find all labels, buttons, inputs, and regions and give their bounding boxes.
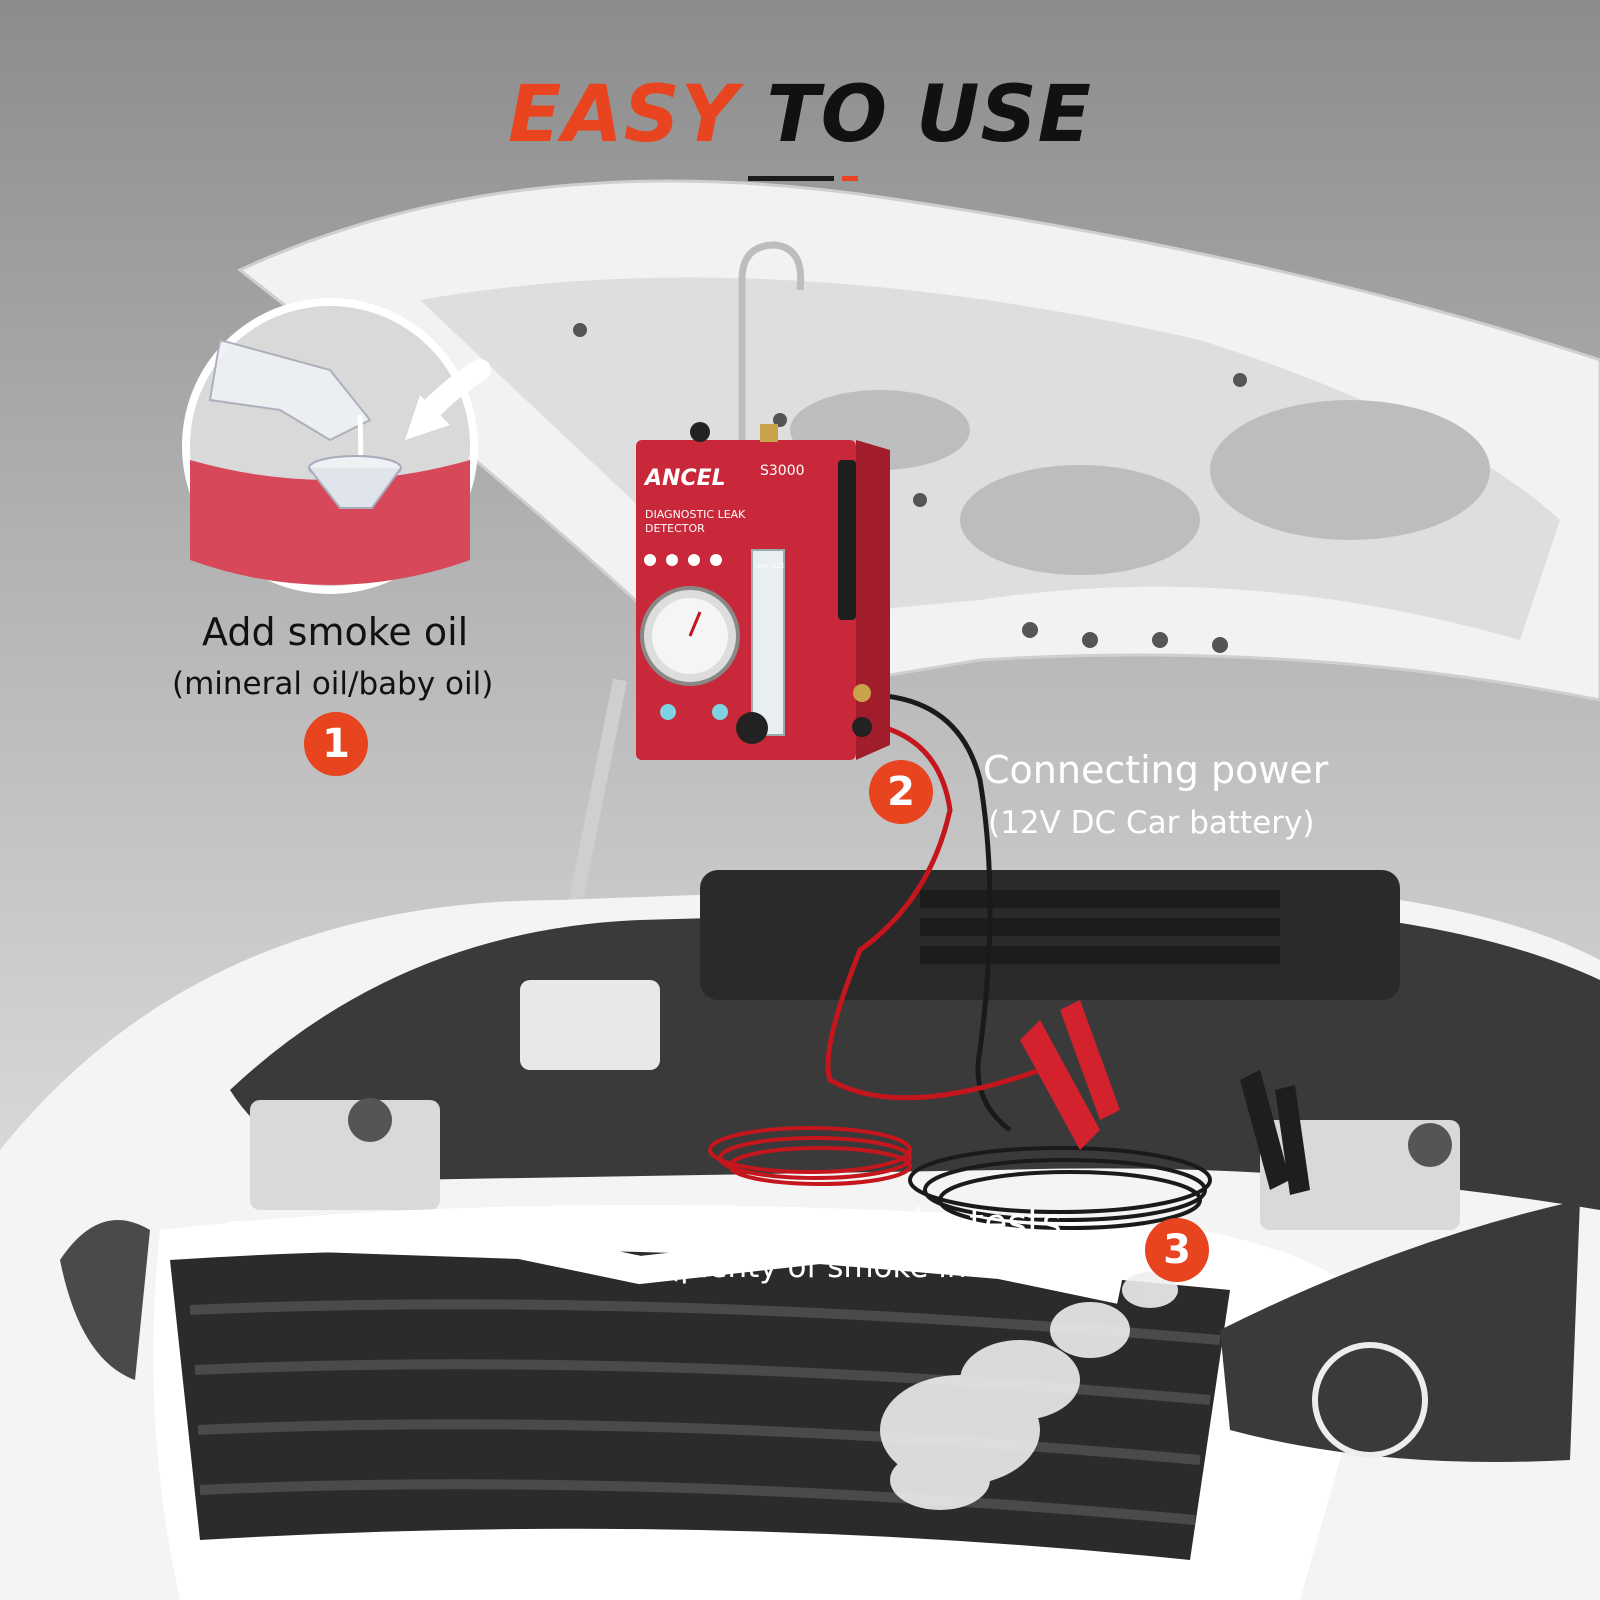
title-underline xyxy=(748,176,834,181)
step-1-badge: 1 xyxy=(304,712,368,776)
battery-clamp-black xyxy=(1240,1070,1310,1195)
title-underline-accent xyxy=(842,176,858,181)
device-model: S3000 xyxy=(760,463,805,479)
step-3-title: Start smoke tests xyxy=(728,1201,1062,1245)
page-title: EASY TO USE xyxy=(0,70,1600,160)
step-2-title: Connecting power xyxy=(983,748,1329,792)
smoke-icon xyxy=(880,1272,1178,1510)
step-2-subtitle: (12V DC Car battery) xyxy=(988,805,1315,841)
step-1-title: Add smoke oil xyxy=(202,610,469,654)
hanging-hook xyxy=(738,241,805,440)
curved-arrow-icon xyxy=(419,359,491,421)
device-name-line2: DETECTOR xyxy=(645,522,705,535)
device-brand: ANCEL xyxy=(643,466,726,491)
headlight-left xyxy=(60,1220,150,1380)
step-2-badge: 2 xyxy=(869,760,933,824)
step-1-subtitle: (mineral oil/baby oil) xyxy=(172,666,494,702)
device-name-line1: DIAGNOSTIC LEAK xyxy=(645,508,746,521)
step-3-subtitle: (plenty of smoke in 30 Sec) xyxy=(668,1249,1094,1285)
title-word-main: TO USE xyxy=(766,70,1092,160)
step-3-badge: 3 xyxy=(1145,1218,1209,1282)
title-word-accent: EASY xyxy=(508,70,739,160)
battery-clamp-red xyxy=(1020,1000,1120,1150)
headlight-right xyxy=(1220,1200,1580,1462)
device-flow-label: LEAK SIZE xyxy=(754,563,785,570)
oil-pour-icon xyxy=(182,298,478,594)
smoke-leak-detector-device: ANCEL S3000 DIAGNOSTIC LEAK DETECTOR LEA… xyxy=(636,422,890,760)
